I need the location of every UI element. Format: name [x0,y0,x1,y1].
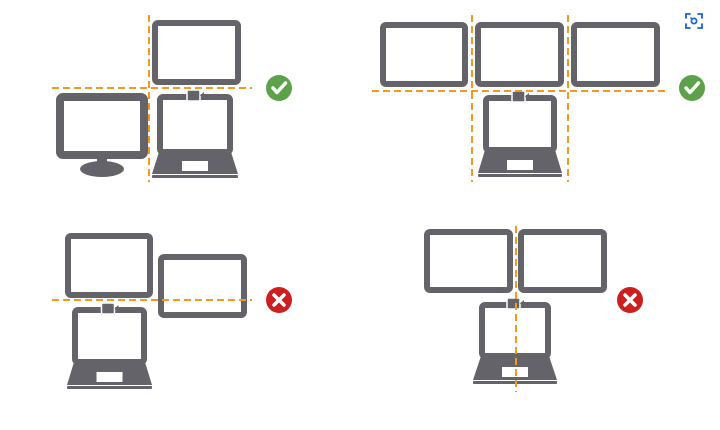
check-circle-icon [679,75,705,101]
focus-camera-icon [685,13,703,29]
desktop-monitor [56,93,148,177]
tablet-display [158,254,247,318]
laptop-base-edge [478,174,562,177]
tablet-display [475,22,564,87]
webcam-icon [100,302,116,315]
laptop [478,90,562,177]
laptop-screen [483,95,557,153]
tablet-display [380,22,468,87]
laptop-base-edge [67,386,152,389]
x-mark [623,293,637,307]
tablet-display [571,22,660,87]
webcam-lens [200,92,204,99]
webcam-lens [525,93,529,100]
webcam-icon [511,90,526,103]
tablet-display [518,229,607,293]
laptop-screen [72,307,147,365]
monitor-stand [80,161,124,177]
tablet-display [152,20,241,85]
monitor-screen [56,93,148,159]
tablet-display [424,229,513,293]
webcam-lens [114,305,119,312]
laptop-trackpad [182,161,208,171]
x-mark [272,293,286,307]
laptop-screen [157,94,233,155]
laptop-trackpad [96,372,123,382]
x-circle-icon [617,287,643,313]
check-mark [684,81,701,95]
webcam-lens [520,300,524,307]
check-mark [271,81,288,95]
webcam-icon [186,89,201,102]
x-circle-icon [266,287,292,313]
laptop [67,302,152,389]
laptop [152,89,238,178]
tablet-display [65,233,153,298]
focus-camera-button[interactable] [683,10,705,32]
webcam-icon [506,297,521,310]
check-circle-icon [266,75,292,101]
laptop-trackpad [507,160,533,170]
laptop-base-edge [152,175,238,178]
